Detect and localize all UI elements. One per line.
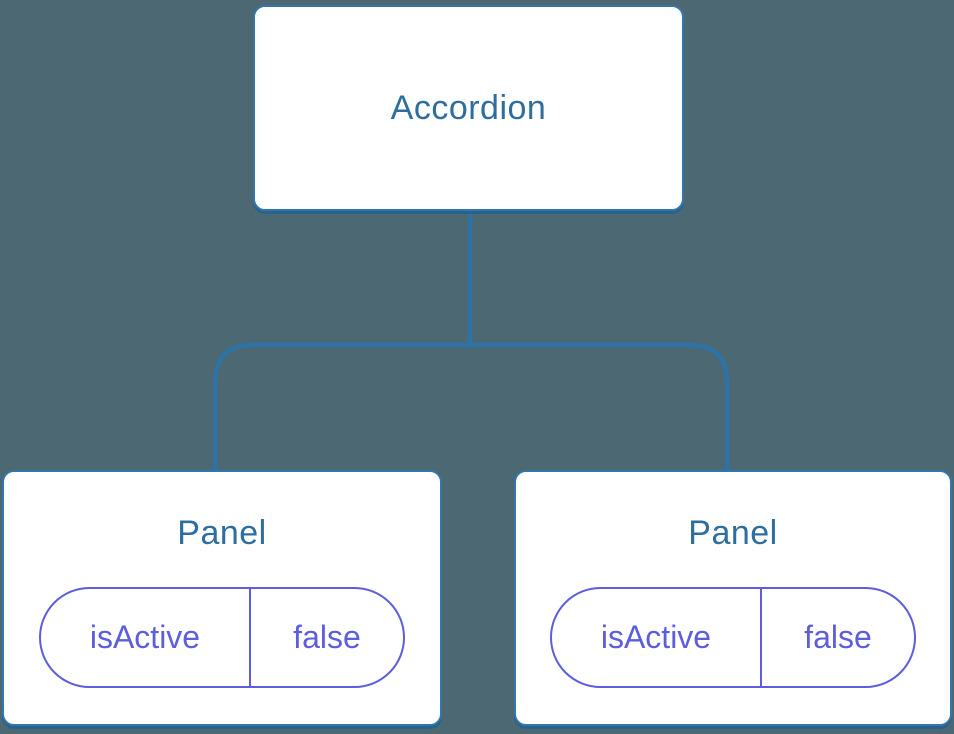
connector-branch <box>212 342 730 471</box>
state-pill: isActive false <box>550 587 916 688</box>
state-pill: isActive false <box>39 587 405 688</box>
state-name: isActive <box>41 589 251 686</box>
accordion-node-label: Accordion <box>390 88 547 127</box>
tree-node-panel-right: Panel isActive false <box>514 470 952 726</box>
state-value: false <box>804 619 872 655</box>
state-value: false <box>293 619 361 655</box>
state-name: isActive <box>552 589 762 686</box>
tree-node-accordion: Accordion <box>253 5 684 211</box>
tree-node-panel-left: Panel isActive false <box>2 470 442 726</box>
panel-node-label: Panel <box>688 514 778 552</box>
panel-node-label: Panel <box>177 514 267 552</box>
